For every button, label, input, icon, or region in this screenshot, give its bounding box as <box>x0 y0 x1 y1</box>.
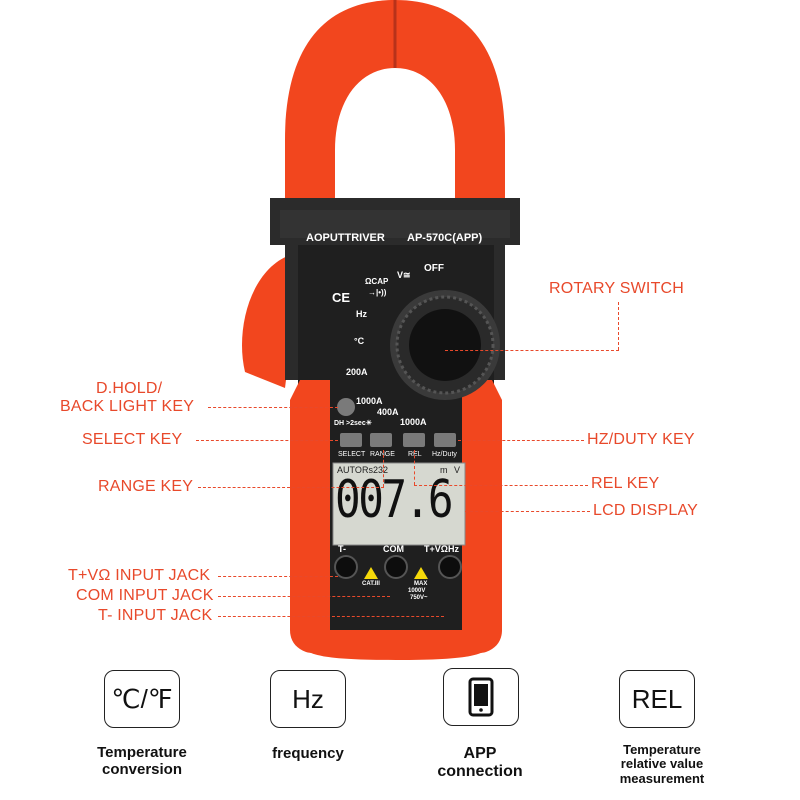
temperature-conversion-icon: ℃/℉ <box>104 670 180 728</box>
rotary-dial-knob <box>409 309 481 381</box>
feature-caption-temperature: Temperature conversion <box>97 744 187 778</box>
frequency-icon: Hz <box>270 670 346 728</box>
lcd-unit-v: V <box>454 465 461 475</box>
dial-1000a-label: 1000A <box>356 396 383 406</box>
model-label: AP-570C(APP) <box>407 232 483 244</box>
callout-range-key: RANGE KEY <box>98 478 194 495</box>
dial-v-label: V≅ <box>397 270 411 280</box>
dial-hz-label: Hz <box>356 309 367 319</box>
callout-select-key: SELECT KEY <box>82 431 183 448</box>
range-button[interactable] <box>370 433 392 447</box>
dial-ohmcap-label: ΩCAP <box>365 277 389 286</box>
feature-caption-rel: Temperature relative value measurement <box>619 742 705 786</box>
jack-t-minus <box>334 555 358 579</box>
callout-hz-duty-key: HZ/DUTY KEY <box>587 431 695 448</box>
cat-label: CAT.III <box>362 581 380 587</box>
clamp-meter-illustration <box>242 0 520 660</box>
max-label: MAX <box>414 581 428 587</box>
feature-caption-frequency: frequency <box>272 745 344 762</box>
dial-200a-label: 200A <box>346 367 368 377</box>
lcd-screen <box>332 462 466 546</box>
rel-icon: REL <box>619 670 695 728</box>
dhold-button <box>337 398 355 416</box>
t-minus-label: T- <box>338 544 346 554</box>
hz-duty-button[interactable] <box>434 433 456 447</box>
callout-dhold-1: D.HOLD/ <box>96 380 163 397</box>
warning-triangle-icon <box>364 567 378 579</box>
dh-label: DH >2sec☀ <box>334 420 372 427</box>
select-key-label: SELECT <box>338 451 366 458</box>
brand-label: AOPUTTRIVER <box>306 232 385 244</box>
com-label: COM <box>383 544 404 554</box>
ce-mark: CE <box>332 290 351 305</box>
callout-rotary-switch: ROTARY SWITCH <box>549 280 685 297</box>
bumper-left <box>290 380 330 654</box>
lcd-rs232: Rs232 <box>362 465 389 475</box>
callout-dhold-2: BACK LIGHT KEY <box>60 398 195 415</box>
callout-tv-jack: T+VΩ INPUT JACK <box>68 567 211 584</box>
bumper-right <box>462 380 502 654</box>
dial-diode-label: →|•)) <box>368 288 387 297</box>
range-key-label: RANGE <box>370 451 395 458</box>
callout-com-jack: COM INPUT JACK <box>76 587 214 604</box>
callout-lcd-display: LCD DISPLAY <box>593 502 699 519</box>
lcd-reading: 007.6 <box>335 470 454 530</box>
t-plus-label: T+VΩHz <box>424 544 459 554</box>
dial-1000a-b-label: 1000A <box>400 417 427 427</box>
callout-t-minus-jack: T- INPUT JACK <box>98 607 213 624</box>
select-button[interactable] <box>340 433 362 447</box>
app-phone-icon <box>443 668 519 726</box>
lcd-unit-m: m <box>440 465 448 475</box>
callout-rel-key: REL KEY <box>591 475 660 492</box>
max-v2-label: 750V~ <box>410 595 428 601</box>
lcd-auto: AUTO <box>337 465 362 475</box>
rel-button[interactable] <box>403 433 425 447</box>
dial-off-label: OFF <box>424 263 444 274</box>
clamp-jaw <box>285 0 505 205</box>
hz-duty-key-label: Hz/Duty <box>432 451 457 458</box>
warning-triangle-icon <box>414 567 428 579</box>
max-v1-label: 1000V <box>408 588 426 594</box>
jack-t-plus <box>438 555 462 579</box>
dial-400a-label: 400A <box>377 407 399 417</box>
feature-caption-app: APP connection <box>437 745 523 780</box>
dial-celsius-label: °C <box>354 336 365 346</box>
jack-com <box>384 555 408 579</box>
